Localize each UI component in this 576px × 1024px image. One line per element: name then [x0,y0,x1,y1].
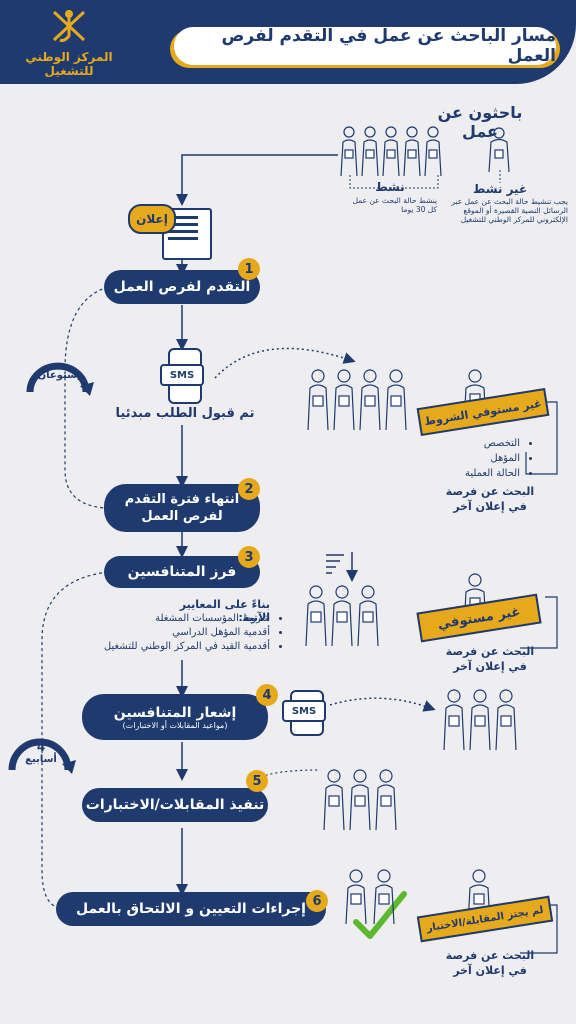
active-desc: ينشط حالة البحث عن عمل كل 30 يوما [352,196,437,214]
step-3-number: 3 [238,546,260,568]
cycle-arrow-icon [26,362,94,396]
logo-line2: للتشغيل [44,64,94,78]
search-other-line2: في إعلان آخر [453,660,527,673]
two-weeks-badge: إسبوعان [24,352,94,404]
search-other-3: البحث عن فرصة في إعلان آخر [440,948,540,978]
accepted-label: تم قبول الطلب مبدئيا [115,406,255,421]
conditions-list: التخصص المؤهل الحالة العملية [440,436,532,481]
criteria-heading: بناءً على المعايير الآتية: [179,598,270,624]
applicants-group-icon [307,369,407,431]
search-other-line2: في إعلان آخر [453,500,527,513]
sorted-group-icon [305,585,379,647]
two-weeks-label: إسبوعان [37,370,81,381]
cycle-arrow-2-icon [8,738,76,774]
khanjar-emblem-icon [52,10,86,42]
inactive-seeker-icon [488,127,510,173]
checkmark-icon [0,0,1,1]
inactive-desc: يجب تنشيط حالة البحث عن عمل عبر الرسائل … [451,197,568,224]
seekers-group-icon [340,126,442,177]
four-weeks-label: أسابيع [25,754,57,765]
search-other-1: البحث عن فرصة في إعلان آخر [440,484,540,514]
interview-group-icon [323,769,397,831]
four-weeks-badge: 4 أسابيع [6,728,76,784]
step-1-pill: التقدم لفرص العمل [104,270,260,304]
active-label: نشط [375,180,405,194]
criteria-item: أقدمية القيد في المركز الوطني للتشغيل [90,640,270,654]
condition-item: التخصص [440,436,520,451]
step-4-number: 4 [256,684,278,706]
failed-person-icon [467,869,491,925]
hired-group-icon [345,869,395,925]
notified-group-icon [443,689,517,751]
announcement-icon: إعلان [128,200,214,260]
sms-label-2: SMS [282,700,326,722]
step-6-number: 6 [306,890,328,912]
search-other-line1: البحث عن فرصة [445,949,535,962]
search-other-line1: البحث عن فرصة [445,485,535,498]
page-title: مسار الباحث عن عمل في التقدم لفرص العمل [174,26,556,66]
four-weeks-num: 4 [36,740,46,754]
step-2-label: انتهاء فترة التقدم لفرص العمل [124,492,240,524]
sms-phone-2-icon: SMS [282,690,328,736]
search-other-line2: في إعلان آخر [453,964,527,977]
step-5-pill: تنفيذ المقابلات/الاختبارات [82,788,268,822]
sms-phone-icon: SMS [160,348,206,404]
logo: المركز الوطني للتشغيل [14,6,124,78]
condition-item: الحالة العملية [440,466,520,481]
step-4-label: إشعار المتنافسين [113,704,237,721]
search-other-2: البحث عن فرصة في إعلان آخر [440,644,540,674]
step-2-number: 2 [238,478,260,500]
search-other-line1: البحث عن فرصة [445,645,535,658]
announcement-badge: إعلان [128,204,176,234]
step-4-sublabel: (مواعيد المقابلات أو الاختبارات) [122,720,228,730]
inactive-label: غير نشط [472,182,528,196]
step-5-number: 5 [246,770,268,792]
step-4-pill: إشعار المتنافسين (مواعيد المقابلات أو ال… [82,694,268,740]
sms-label: SMS [160,364,204,386]
condition-item: المؤهل [440,451,520,466]
criteria-item: شروط المؤسسات المشغلة [90,612,270,626]
step-3-pill: فرز المتنافسين [104,556,260,588]
criteria-list: شروط المؤسسات المشغلة أقدمية المؤهل الدر… [90,612,282,654]
step-1-number: 1 [238,258,260,280]
logo-line1: المركز الوطني [25,50,113,64]
criteria-item: أقدمية المؤهل الدراسي [90,626,270,640]
step-2-pill: انتهاء فترة التقدم لفرص العمل [104,484,260,532]
seekers-heading: باحثون عن عمل [437,103,523,141]
step-6-pill: إجراءات التعيين و الالتحاق بالعمل [56,892,326,926]
